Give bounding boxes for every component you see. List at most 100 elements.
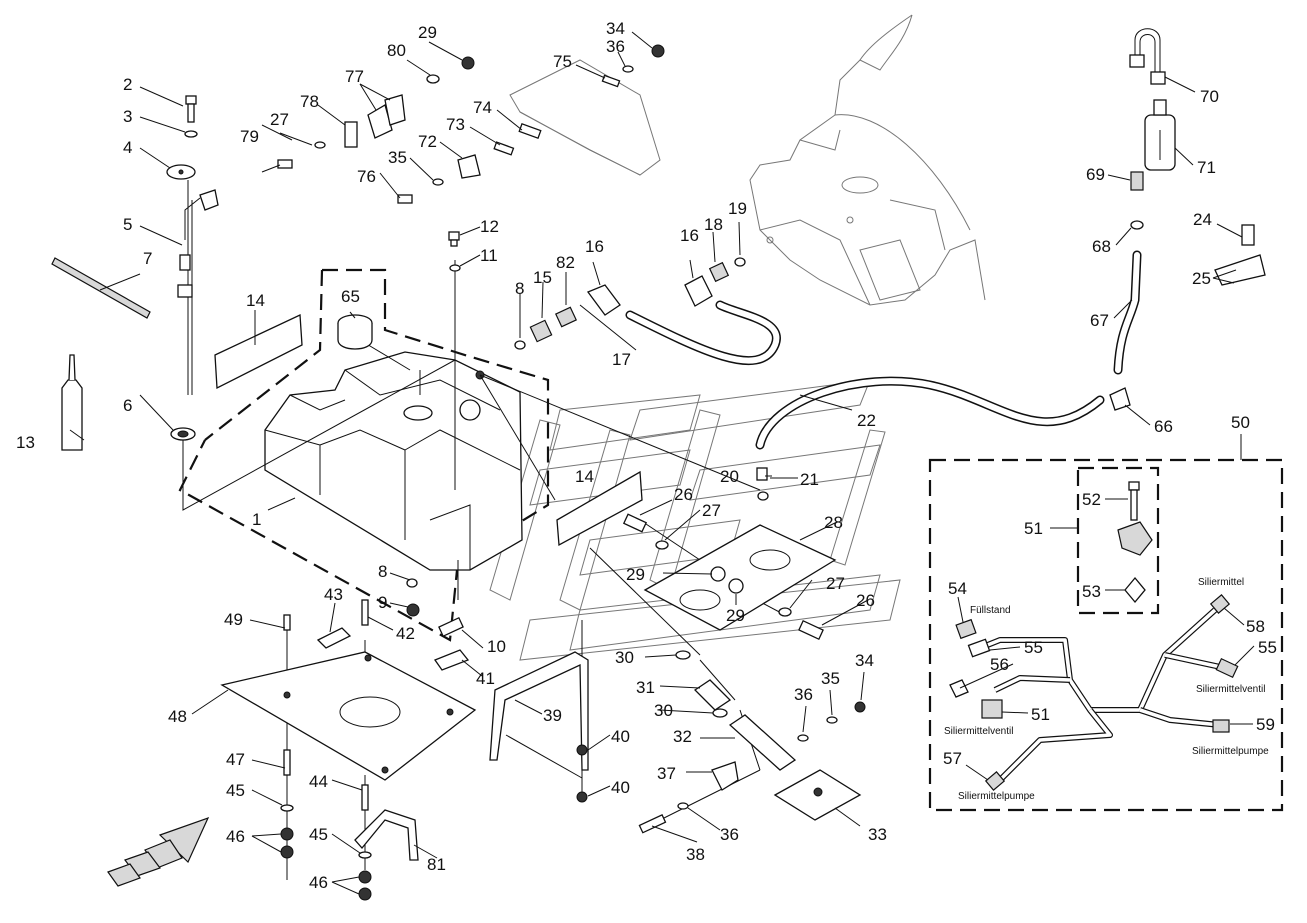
callout-49: 49 <box>224 610 243 629</box>
callout-26a: 26 <box>674 485 693 504</box>
callout-4: 4 <box>123 138 132 157</box>
label-siliermittelventil-right: Siliermittelventil <box>1196 684 1265 695</box>
callout-10: 10 <box>487 637 506 656</box>
label-siliermittelpumpe-right: Siliermittelpumpe <box>1192 746 1269 757</box>
callout-30a: 30 <box>615 648 634 667</box>
callout-leaders <box>69 31 1255 895</box>
label-fuellstand: Füllstand <box>970 605 1011 616</box>
callout-27b: 27 <box>826 574 845 593</box>
callout-45a: 45 <box>226 781 245 800</box>
callout-69: 69 <box>1086 165 1105 184</box>
callout-65: 65 <box>341 287 360 306</box>
wiring-harness <box>949 481 1239 791</box>
label-siliermittel: Siliermittel <box>1198 577 1244 588</box>
callout-45b: 45 <box>309 825 328 844</box>
callout-36a: 36 <box>720 825 739 844</box>
callout-27c: 27 <box>270 110 289 129</box>
callout-30b: 30 <box>654 701 673 720</box>
callout-35b: 35 <box>388 148 407 167</box>
callout-24: 24 <box>1193 210 1212 229</box>
callout-46a: 46 <box>226 827 245 846</box>
callout-38: 38 <box>686 845 705 864</box>
callout-15: 15 <box>533 268 552 287</box>
callout-77: 77 <box>345 67 364 86</box>
callout-20: 20 <box>720 467 739 486</box>
callout-37: 37 <box>657 764 676 783</box>
callout-36c: 36 <box>606 37 625 56</box>
callout-34b: 34 <box>606 19 625 38</box>
callout-8a: 8 <box>515 279 524 298</box>
callout-34a: 34 <box>855 651 874 670</box>
callout-54: 54 <box>948 579 967 598</box>
callout-21: 21 <box>800 470 819 489</box>
callout-78: 78 <box>300 92 319 111</box>
callout-72: 72 <box>418 132 437 151</box>
callout-19: 19 <box>728 199 747 218</box>
callout-16a: 16 <box>585 237 604 256</box>
callout-14a: 14 <box>246 291 265 310</box>
callout-26b: 26 <box>856 591 875 610</box>
callout-9: 9 <box>378 593 387 612</box>
label-siliermittelventil-left: Siliermittelventil <box>944 726 1013 737</box>
callout-41: 41 <box>476 669 495 688</box>
callout-82: 82 <box>556 253 575 272</box>
callout-70: 70 <box>1200 87 1219 106</box>
callout-40b: 40 <box>611 778 630 797</box>
callout-29c: 29 <box>418 23 437 42</box>
callout-79: 79 <box>240 127 259 146</box>
callout-11: 11 <box>480 246 498 265</box>
callout-22: 22 <box>857 411 876 430</box>
callout-13: 13 <box>16 433 35 452</box>
callout-12: 12 <box>480 217 499 236</box>
callout-73: 73 <box>446 115 465 134</box>
callout-44: 44 <box>309 772 328 791</box>
callout-5: 5 <box>123 215 132 234</box>
callout-58: 58 <box>1246 617 1265 636</box>
machine-frame-outline <box>509 14 986 306</box>
callout-14b: 14 <box>575 467 594 486</box>
callout-47: 47 <box>226 750 245 769</box>
callout-75: 75 <box>553 52 572 71</box>
callout-28: 28 <box>824 513 843 532</box>
callout-56: 56 <box>990 655 1009 674</box>
callout-71: 71 <box>1197 158 1216 177</box>
callout-52: 52 <box>1082 490 1101 509</box>
callout-50: 50 <box>1231 413 1250 432</box>
direction-arrow <box>107 816 210 887</box>
callout-51b: 51 <box>1031 705 1050 724</box>
callout-33: 33 <box>868 825 887 844</box>
callout-80: 80 <box>387 41 406 60</box>
callout-46b: 46 <box>309 873 328 892</box>
callout-51a: 51 <box>1024 519 1043 538</box>
callout-67: 67 <box>1090 311 1109 330</box>
tank-body <box>264 351 523 571</box>
callout-25: 25 <box>1192 269 1211 288</box>
label-siliermittelpumpe-left: Siliermittelpumpe <box>958 791 1035 802</box>
callout-55a: 55 <box>1024 638 1043 657</box>
callout-32: 32 <box>673 727 692 746</box>
callout-68: 68 <box>1092 237 1111 256</box>
callout-42: 42 <box>396 624 415 643</box>
callout-55b: 55 <box>1258 638 1277 657</box>
callout-59: 59 <box>1256 715 1275 734</box>
assembly-boundaries <box>178 268 1284 812</box>
callout-39: 39 <box>543 706 562 725</box>
callout-31: 31 <box>636 678 655 697</box>
callout-66: 66 <box>1154 417 1173 436</box>
callout-29b: 29 <box>726 606 745 625</box>
callout-57: 57 <box>943 749 962 768</box>
callout-48: 48 <box>168 707 187 726</box>
wiring-labels: Füllstand Siliermittel Siliermittelventi… <box>944 577 1269 802</box>
callout-1: 1 <box>252 510 261 529</box>
callout-74: 74 <box>473 98 492 117</box>
callout-27a: 27 <box>702 501 721 520</box>
callout-7: 7 <box>143 249 152 268</box>
callout-29a: 29 <box>626 565 645 584</box>
callout-53: 53 <box>1082 582 1101 601</box>
callout-17: 17 <box>612 350 631 369</box>
callout-81: 81 <box>427 855 446 874</box>
callout-6: 6 <box>123 396 132 415</box>
callout-labels: 2 3 4 5 7 6 13 1 14 65 12 11 8 15 82 16 … <box>16 19 1277 892</box>
callout-3: 3 <box>123 107 132 126</box>
